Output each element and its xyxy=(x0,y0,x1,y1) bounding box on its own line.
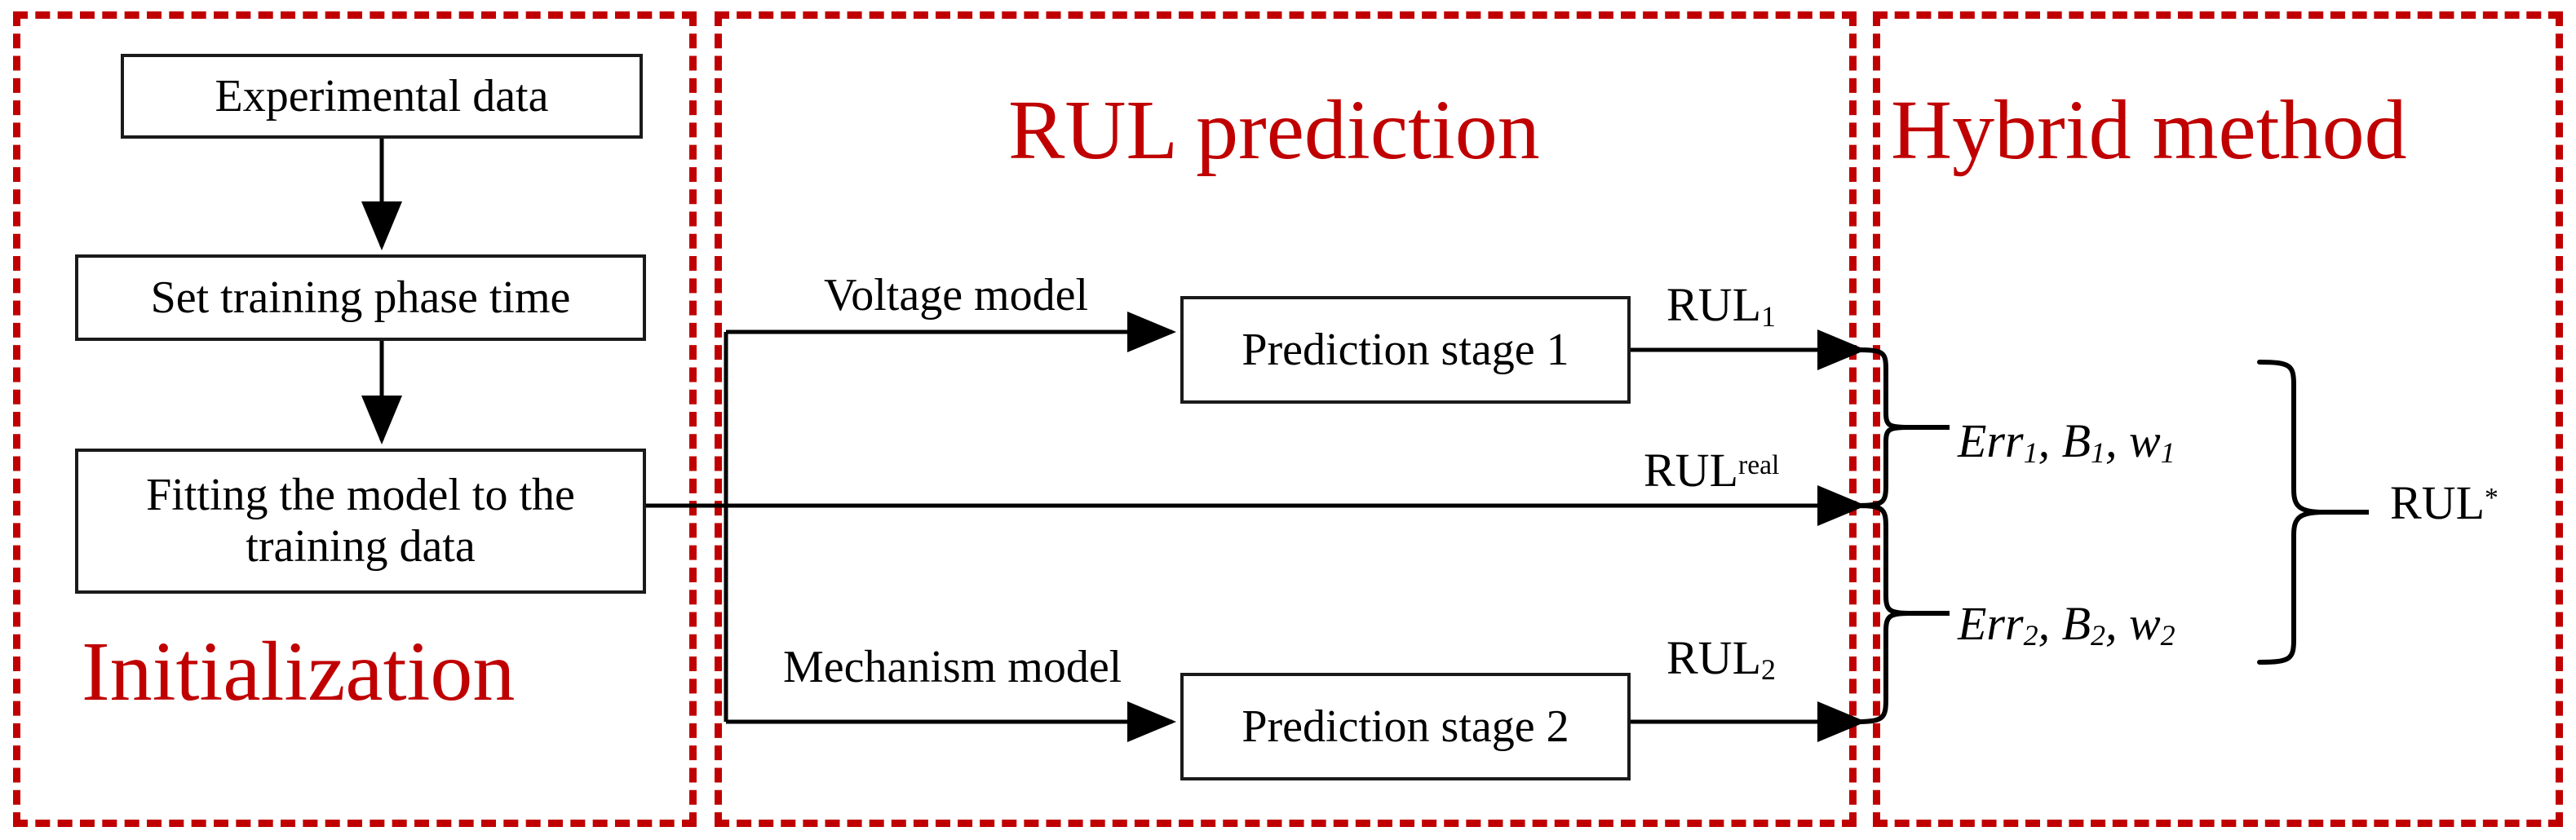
label-group-1-terms: Err1, B1, w1 xyxy=(1958,418,2175,468)
label-rul-star-sup: * xyxy=(2485,482,2499,513)
label-rul-1: RUL1 xyxy=(1666,281,1776,332)
term-w-1: w1 xyxy=(2128,414,2175,470)
term-err-2: Err2 xyxy=(1958,597,2038,652)
label-rul-2: RUL2 xyxy=(1666,634,1776,685)
label-mechanism-model: Mechanism model xyxy=(783,642,1122,692)
panel-initialization xyxy=(13,11,697,827)
box-prediction-stage-1-label: Prediction stage 1 xyxy=(1242,324,1569,375)
comma-4: , xyxy=(2105,597,2129,650)
box-fitting-model-line1: Fitting the model to the xyxy=(146,470,575,521)
box-set-training-phase-time: Set training phase time xyxy=(75,254,646,341)
label-rul-2-sub: 2 xyxy=(1761,653,1776,687)
comma-1: , xyxy=(2038,414,2062,467)
box-prediction-stage-2: Prediction stage 2 xyxy=(1180,673,1631,780)
label-rul-2-base: RUL xyxy=(1666,631,1761,684)
label-rul-star-base: RUL xyxy=(2390,476,2485,529)
term-err-1: Err1 xyxy=(1958,414,2038,470)
box-set-training-phase-time-label: Set training phase time xyxy=(150,272,571,323)
term-b-1: B1 xyxy=(2061,414,2105,470)
panel-title-hybrid-method: Hybrid method xyxy=(1891,83,2407,177)
comma-3: , xyxy=(2038,597,2062,650)
label-rul-real-sup: real xyxy=(1738,449,1780,480)
box-prediction-stage-1: Prediction stage 1 xyxy=(1180,296,1631,404)
label-rul-real-base: RUL xyxy=(1644,444,1738,497)
label-group-2-terms: Err2, B2, w2 xyxy=(1958,600,2175,651)
box-prediction-stage-2-label: Prediction stage 2 xyxy=(1242,701,1569,752)
panel-title-initialization: Initialization xyxy=(82,625,516,718)
panel-rul-prediction xyxy=(715,11,1857,827)
box-experimental-data: Experimental data xyxy=(121,54,643,139)
box-experimental-data-label: Experimental data xyxy=(215,70,549,122)
box-fitting-model-line2: training data xyxy=(246,521,476,572)
label-rul-star: RUL* xyxy=(2390,480,2499,527)
comma-2: , xyxy=(2105,414,2129,467)
panel-title-rul-prediction: RUL prediction xyxy=(1008,83,1540,177)
label-rul-1-base: RUL xyxy=(1666,278,1761,331)
label-rul-1-sub: 1 xyxy=(1761,300,1776,334)
term-w-2: w2 xyxy=(2128,597,2175,652)
term-b-2: B2 xyxy=(2061,597,2105,652)
label-voltage-model: Voltage model xyxy=(824,270,1089,321)
label-rul-real: RULreal xyxy=(1644,447,1779,494)
box-fitting-model: Fitting the model to the training data xyxy=(75,449,646,594)
